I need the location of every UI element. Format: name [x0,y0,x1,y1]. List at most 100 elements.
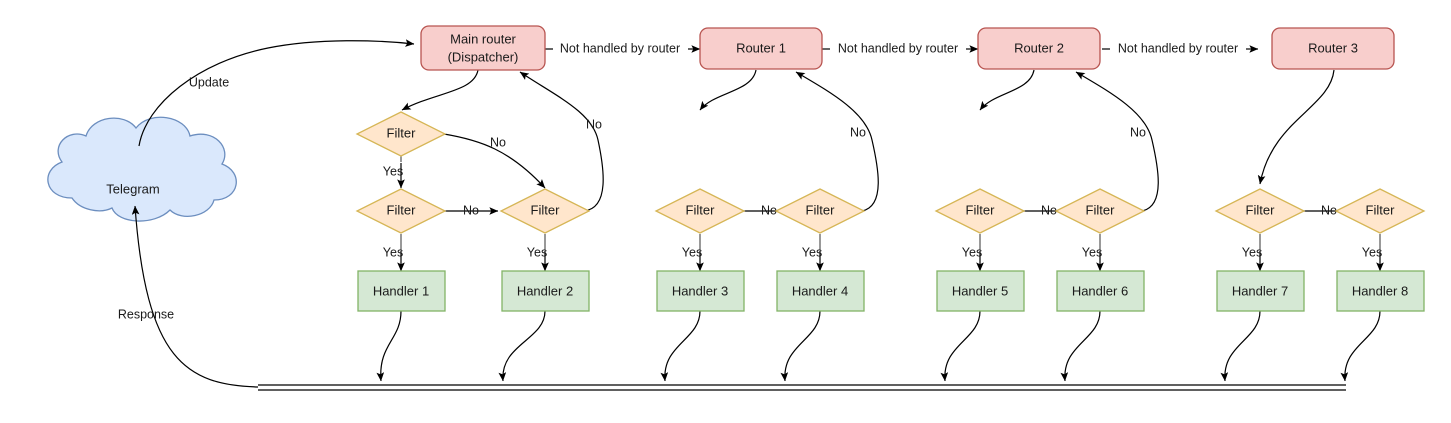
filter-7-label: Filter [1086,202,1116,217]
filter-7-diamond [1054,188,1146,234]
handler-6[interactable]: Handler 6 [1056,270,1145,312]
router-3-box [1271,27,1395,70]
router-3-label: Router 3 [1308,40,1358,55]
edge-h5-to-bar [940,310,981,382]
handler-6-box [1056,270,1145,312]
edge-label-yes-h4: Yes [802,245,822,259]
router-2-box [977,27,1101,70]
edge-label-no-f1: No [490,135,506,149]
handler-5[interactable]: Handler 5 [936,270,1025,312]
router-1-box [699,27,823,70]
handler-2[interactable]: Handler 2 [501,270,590,312]
filter-9-diamond [1334,188,1426,234]
router-3[interactable]: Router 3 [1271,27,1395,70]
edge-h6-to-bar [1060,310,1101,382]
edge-label-no-f2: No [586,117,602,131]
handler-8-box [1336,270,1425,312]
edge-label-yes-h7: Yes [1242,245,1262,259]
edge-f2-no-to-main [519,71,604,212]
filter-6-diamond [934,188,1026,234]
handler-2-label: Handler 2 [517,283,573,298]
handler-7[interactable]: Handler 7 [1216,270,1305,312]
filter-1[interactable]: Filter [355,111,447,157]
edge-f1-no-to-f2 [443,133,546,189]
filter-3[interactable]: Filter [499,188,591,234]
edge-label-yes-h2: Yes [527,245,547,259]
handler-2-box [501,270,590,312]
edge-label-no-f3: No [761,203,777,217]
filter-1-label: Filter [387,125,417,140]
edge-label-yes-h1: Yes [383,245,403,259]
collector-bar [258,384,1346,391]
edge-label-yes-h3: Yes [682,245,702,259]
edge-h7-to-bar [1220,310,1261,382]
edge-label-no-f6: No [1130,125,1146,139]
edge-r1-to-f3 [699,69,757,111]
edge-h3-to-bar [660,310,701,382]
router-1-label: Router 1 [736,40,786,55]
router-2[interactable]: Router 2 [977,27,1101,70]
edge-label-update: Update [189,75,229,89]
edge-response [131,205,259,388]
edge-label-response: Response [118,307,174,321]
telegram-cloud[interactable]: Telegram [47,116,237,222]
handler-3-label: Handler 3 [672,283,728,298]
filter-9-label: Filter [1366,202,1396,217]
filter-2[interactable]: Filter [355,188,447,234]
router-2-label: Router 2 [1014,40,1064,55]
filter-1-diamond [355,111,447,157]
edge-label-yes-f1: Yes [383,164,403,178]
router-main-label-line1: Main router [450,31,516,46]
router-main-label-line2: (Dispatcher) [448,49,519,64]
edge-update [138,39,415,147]
filter-5-label: Filter [806,202,836,217]
filter-8-diamond [1214,188,1306,234]
router-1[interactable]: Router 1 [699,27,823,70]
filter-9[interactable]: Filter [1334,188,1426,234]
edge-label-yes-h6: Yes [1082,245,1102,259]
filter-8-label: Filter [1246,202,1276,217]
handler-8[interactable]: Handler 8 [1336,270,1425,312]
handler-3-box [656,270,745,312]
edge-label-no-f4: No [850,125,866,139]
edge-label-not-handled-3: Not handled by router [1118,41,1238,55]
edge-label-no-f1b: No [463,203,479,217]
filter-7[interactable]: Filter [1054,188,1146,234]
handler-7-label: Handler 7 [1232,283,1288,298]
edge-label-no-f5: No [1041,203,1057,217]
filter-2-label: Filter [387,202,417,217]
filter-3-label: Filter [531,202,561,217]
filter-6[interactable]: Filter [934,188,1026,234]
edge-h8-to-bar [1340,310,1381,382]
handler-1[interactable]: Handler 1 [357,270,446,312]
handler-1-label: Handler 1 [373,283,429,298]
filter-6-label: Filter [966,202,996,217]
handler-to-collector-edges [376,310,1381,382]
filter-8[interactable]: Filter [1214,188,1306,234]
edge-main-to-f1 [401,69,479,111]
edge-label-yes-h8: Yes [1362,245,1382,259]
handler-1-box [357,270,446,312]
edge-label-no-f7: No [1321,203,1337,217]
router-main-box [420,25,546,71]
filter-4-label: Filter [686,202,716,217]
edge-label-not-handled-1: Not handled by router [560,41,680,55]
handler-3[interactable]: Handler 3 [656,270,745,312]
edge-r3-to-f7 [1257,69,1335,185]
handler-5-box [936,270,1025,312]
edge-h4-to-bar [780,310,821,382]
edge-h2-to-bar [498,310,546,382]
edge-r2-to-f5 [979,69,1035,111]
edge-f6-no-to-r2 [1075,71,1159,212]
filter-5-diamond [774,188,866,234]
edge-f4-no-to-r1 [795,71,879,212]
filter-5[interactable]: Filter [774,188,866,234]
handler-7-box [1216,270,1305,312]
filter-4[interactable]: Filter [654,188,746,234]
handler-4[interactable]: Handler 4 [776,270,865,312]
edge-label-yes-h5: Yes [962,245,982,259]
router-main[interactable]: Main router (Dispatcher) [420,25,546,71]
handler-8-label: Handler 8 [1352,283,1408,298]
